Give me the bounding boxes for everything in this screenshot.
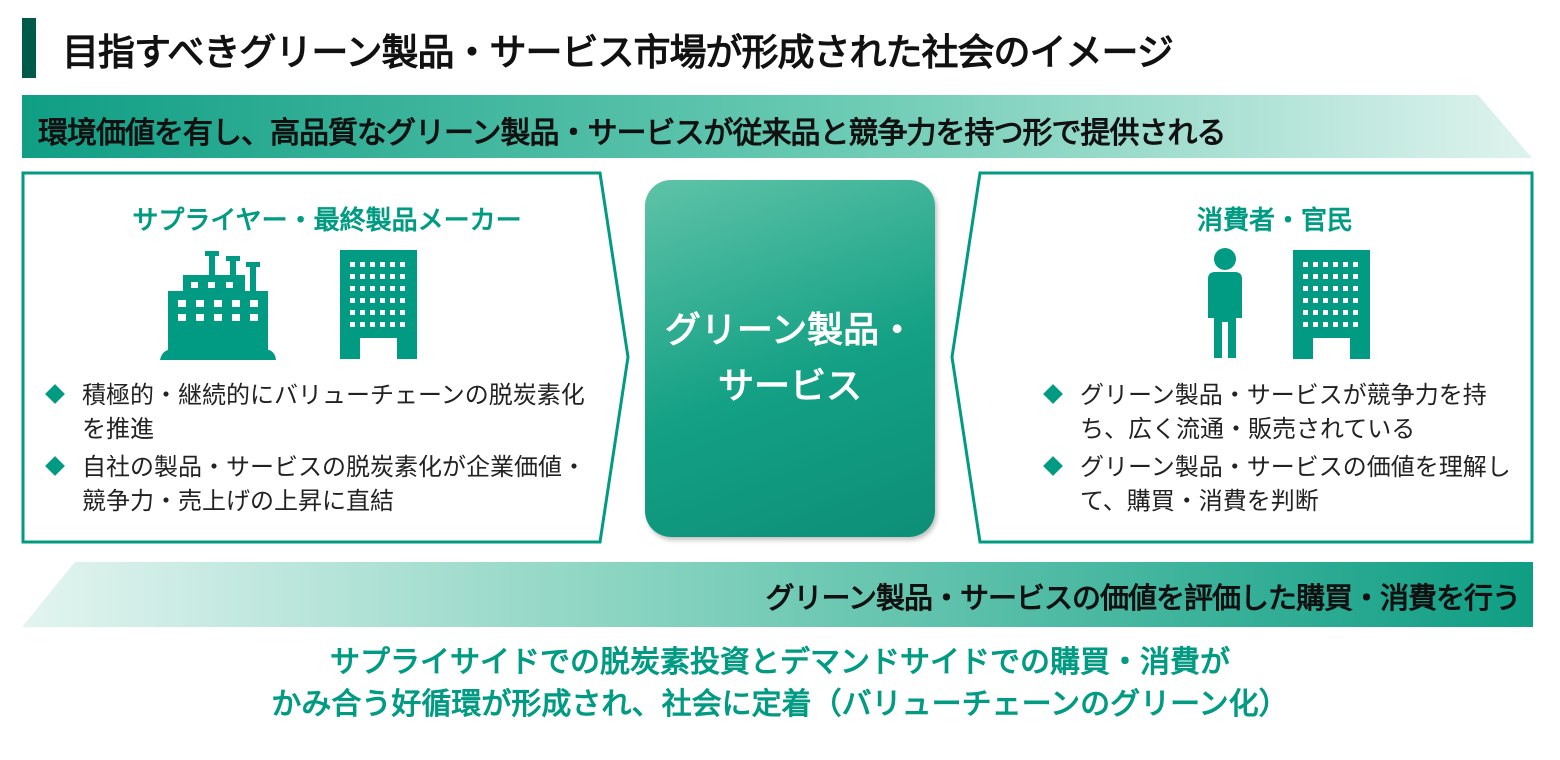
left-heading: サプライヤー・最終製品メーカー: [132, 206, 522, 236]
diamond-bullet-icon: [1043, 456, 1063, 476]
office-building-icon-right: [1293, 250, 1370, 359]
list-item: 自社の製品・サービスの脱炭素化が企業価値・競争力・売上げの上昇に直結: [40, 450, 600, 518]
center-line1: グリーン製品・: [664, 309, 916, 351]
diamond-bullet-icon: [45, 384, 65, 404]
diamond-bullet-icon: [45, 456, 65, 476]
title-accent-bar: [22, 18, 36, 78]
list-item: 積極的・継続的にバリューチェーンの脱炭素化を推進: [40, 378, 600, 446]
top-banner-shape: [22, 95, 1532, 158]
list-item: グリーン製品・サービスの価値を理解して、購買・消費を判断: [1038, 450, 1518, 518]
office-building-icon-left: [340, 250, 417, 359]
right-heading: 消費者・官民: [1196, 206, 1353, 236]
bottom-banner-shape: [22, 562, 1533, 627]
right-bullets: グリーン製品・サービスが競争力を持ち、広く流通・販売されている グリーン製品・サ…: [1038, 378, 1518, 522]
left-bullets: 積極的・継続的にバリューチェーンの脱炭素化を推進 自社の製品・サービスの脱炭素化…: [40, 378, 600, 522]
person-icon: [1208, 248, 1242, 358]
top-banner-text: 環境価値を有し、高品質なグリーン製品・サービスが従来品と競争力を持つ形で提供され…: [38, 116, 1226, 151]
center-line2: サービス: [717, 365, 862, 407]
conclusion-line2: かみ合う好循環が形成され、社会に定着（バリューチェーンのグリーン化）: [271, 687, 1289, 722]
bottom-banner-text: グリーン製品・サービスの価値を評価した購買・消費を行う: [765, 581, 1521, 615]
conclusion: サプライサイドでの脱炭素投資とデマンドサイドでの購買・消費が かみ合う好循環が形…: [0, 642, 1560, 726]
page-title: 目指すべきグリーン製品・サービス市場が形成された社会のイメージ: [62, 31, 1174, 74]
list-item: グリーン製品・サービスが競争力を持ち、広く流通・販売されている: [1038, 378, 1518, 446]
right-box-shape: [950, 171, 1534, 544]
conclusion-line1: サプライサイドでの脱炭素投資とデマンドサイドでの購買・消費が: [330, 645, 1230, 680]
diamond-bullet-icon: [1043, 384, 1063, 404]
left-box-shape: [21, 171, 630, 544]
center-box: グリーン製品・ サービス: [645, 180, 935, 537]
